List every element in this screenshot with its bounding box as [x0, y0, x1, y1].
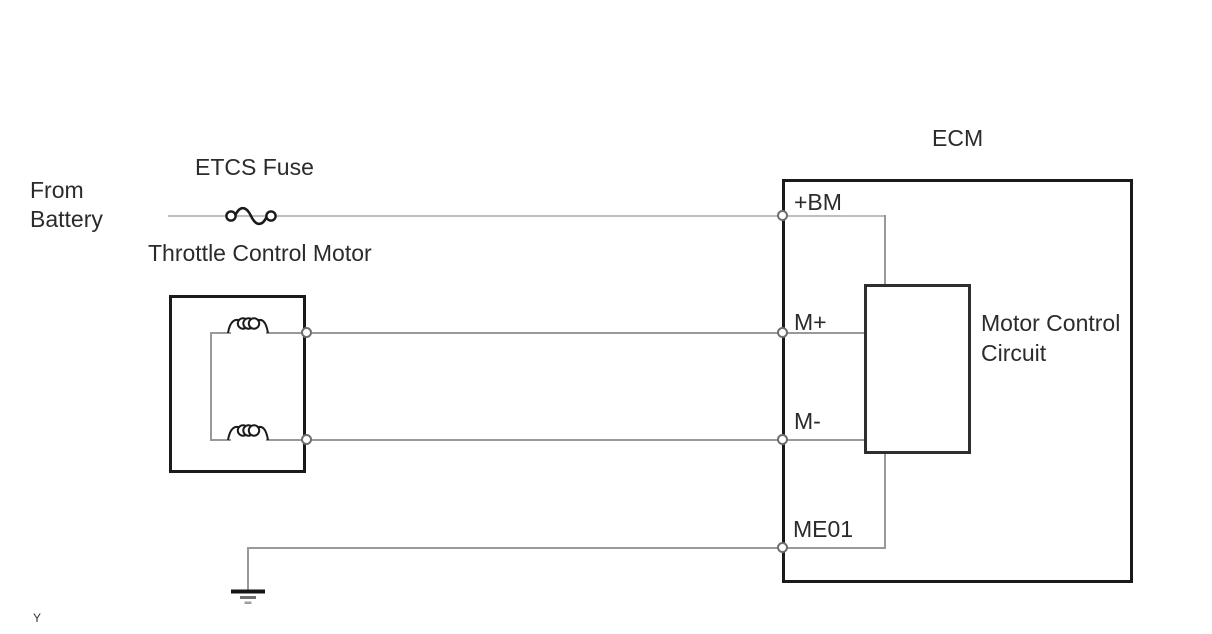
ecm-title: ECM: [932, 125, 984, 151]
page-footnote: Y: [33, 611, 42, 625]
wire-m-plus-external: [307, 332, 784, 334]
wire-battery-to-ecm: [168, 215, 783, 217]
fuse-icon: [225, 206, 277, 226]
wire-m-plus-internal: [783, 332, 866, 334]
terminal-label-me01: ME01: [793, 516, 854, 542]
wire-mcc-to-me01-vertical: [884, 452, 886, 549]
terminal-label-m-minus: M-: [794, 408, 821, 434]
terminal-m-plus: [777, 327, 788, 338]
wire-motor-internal-vertical: [210, 332, 212, 441]
wire-bm-internal-horizontal: [783, 215, 886, 217]
wire-m-minus-internal: [783, 439, 866, 441]
wire-me01-internal-horizontal: [783, 547, 886, 549]
motor-control-circuit-line1: Motor Control: [981, 310, 1121, 336]
throttle-motor-box: [169, 295, 306, 473]
from-battery-line2: Battery: [30, 206, 103, 232]
wire-coil2-right-stub: [266, 439, 308, 441]
terminal-label-bm: +BM: [794, 189, 842, 215]
motor-control-circuit-label: Motor Control Circuit: [981, 308, 1120, 368]
wire-m-minus-external: [307, 439, 784, 441]
terminal-motor-lower: [301, 434, 312, 445]
from-battery-line1: From: [30, 177, 84, 203]
wire-coil2-left-stub: [211, 439, 231, 441]
throttle-control-motor-label: Throttle Control Motor: [148, 240, 372, 266]
ecm-box: [782, 179, 1133, 583]
wire-me01-to-ground: [248, 547, 784, 549]
motor-control-circuit-line2: Circuit: [981, 340, 1047, 366]
terminal-bm: [777, 210, 788, 221]
ground-icon: [231, 589, 265, 604]
wire-bm-internal-vertical: [884, 215, 886, 285]
coil-icon-lower: [227, 424, 269, 441]
terminal-m-minus: [777, 434, 788, 445]
wire-coil1-left-stub: [211, 332, 231, 334]
from-battery-label: From Battery: [30, 176, 103, 234]
terminal-motor-upper: [301, 327, 312, 338]
coil-icon-upper: [227, 317, 269, 334]
etcs-fuse-label: ETCS Fuse: [195, 154, 314, 180]
wire-coil1-right-stub: [266, 332, 308, 334]
motor-control-circuit-box: [864, 284, 971, 454]
terminal-me01: [777, 542, 788, 553]
wire-ground-drop: [247, 547, 249, 591]
terminal-label-m-plus: M+: [794, 309, 827, 335]
